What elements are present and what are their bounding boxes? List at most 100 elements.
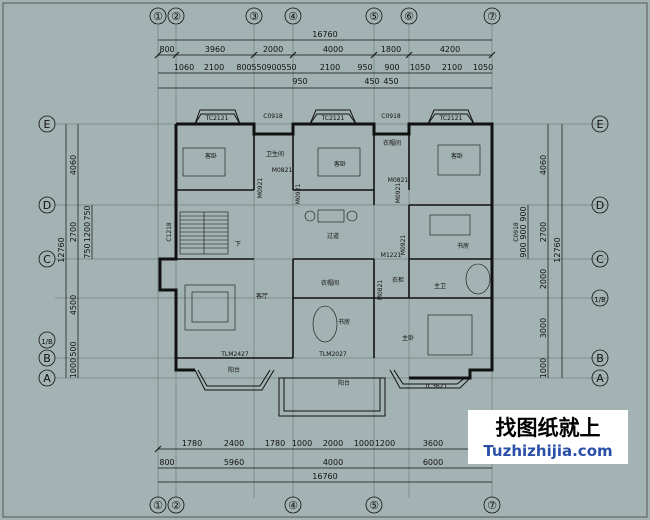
grid-right-e: E xyxy=(597,118,604,131)
dim-top-r2-7: 950 xyxy=(357,63,372,72)
grid-right-b: B xyxy=(596,352,604,365)
dim-top-r2-4: 900 xyxy=(266,63,281,72)
dim-top-r2-2: 800 xyxy=(236,63,251,72)
dim-right-in-2: 900 xyxy=(519,242,528,257)
dim-left-3: 1000 xyxy=(69,358,78,378)
dim-right-0: 4060 xyxy=(539,155,548,175)
grid-left-a: A xyxy=(43,372,51,385)
dim-right-in-0: 900 xyxy=(519,206,528,221)
room-hallway: 过道 xyxy=(327,232,339,240)
dim-bottom-r2-3: 6000 xyxy=(423,458,443,467)
dim-top-r2-0: 1060 xyxy=(174,63,194,72)
dim-top-r1-0: 800 xyxy=(159,45,174,54)
label-c0918-c: C0918 xyxy=(513,222,520,242)
label-c0918-b: C0918 xyxy=(381,113,401,120)
dim-left-0: 4060 xyxy=(69,155,78,175)
dim-top-r2-5: 550 xyxy=(281,63,296,72)
room-balcony-2: 阳台 xyxy=(338,379,350,387)
grid-top-4: ④ xyxy=(288,10,298,23)
dim-bottom-r1-7: 3600 xyxy=(423,439,443,448)
dim-top-r1-2: 2000 xyxy=(263,45,283,54)
dim-left-in-0: 750 xyxy=(83,205,92,220)
grid-right-d: D xyxy=(596,199,604,212)
room-cloakroom-top: 衣帽间 xyxy=(383,139,401,147)
bay-windows xyxy=(194,109,475,125)
dim-bottom-r1-2: 1780 xyxy=(265,439,285,448)
label-stair-down: 下 xyxy=(235,241,241,248)
grid-top-1: ① xyxy=(153,10,163,23)
label-tc2121-3: TC2121 xyxy=(439,115,463,122)
dim-bottom-total: 16760 xyxy=(312,472,337,481)
grid-left-c: C xyxy=(43,253,51,266)
dim-bottom-r2-1: 5960 xyxy=(224,458,244,467)
dim-bottom-r1-0: 1780 xyxy=(182,439,202,448)
dim-bottom-r1-4: 2000 xyxy=(323,439,343,448)
dim-bottom-r1-6: 1200 xyxy=(375,439,395,448)
label-m0921-d: M0921 xyxy=(400,235,407,256)
grid-top-6: ⑥ xyxy=(404,10,414,23)
label-m0921-c: M0921 xyxy=(395,183,402,204)
dim-top-r2-10: 2100 xyxy=(442,63,462,72)
inner-walls xyxy=(176,124,492,359)
room-living: 客厅 xyxy=(256,292,268,300)
grid-right-a: A xyxy=(596,372,604,385)
dim-bottom-r1-3: 1000 xyxy=(292,439,312,448)
label-tc2121-1: TC2121 xyxy=(205,115,229,122)
label-tlm2027: TLM2027 xyxy=(318,351,347,358)
outer-walls xyxy=(158,122,494,380)
dim-top-r2-3: 550 xyxy=(251,63,266,72)
label-c0918-a: C0918 xyxy=(263,113,283,120)
room-balcony-1: 阳台 xyxy=(228,366,240,374)
grid-right-c: C xyxy=(596,253,604,266)
label-m0921-b: M0921 xyxy=(295,184,302,205)
dim-bottom-r2-0: 800 xyxy=(159,458,174,467)
dim-bottom-r1-5: 1000 xyxy=(354,439,374,448)
grid-bottom-7: ⑦ xyxy=(487,499,497,512)
dim-top-r1-5: 4200 xyxy=(440,45,460,54)
label-m1221: M1221 xyxy=(381,252,402,259)
label-tc3621: TC3621 xyxy=(424,383,448,390)
dim-top-total: 16760 xyxy=(312,30,337,39)
room-bedroom-3: 客卧 xyxy=(451,152,463,160)
grid-left-1b: 1/B xyxy=(41,338,53,346)
room-bathroom-1: 卫生间 xyxy=(266,150,284,158)
dim-bottom-r2-2: 4000 xyxy=(323,458,343,467)
dim-left-1: 2700 xyxy=(69,222,78,242)
dim-right-2: 2000 xyxy=(539,269,548,289)
grid-bottom-1: ① xyxy=(153,499,163,512)
grid-top-5: ⑤ xyxy=(369,10,379,23)
grid-left-b: B xyxy=(43,352,51,365)
dim-top-r1-1: 3960 xyxy=(205,45,225,54)
room-cloakroom: 衣帽间 xyxy=(321,279,339,287)
dim-right-in-1: 900 xyxy=(519,224,528,239)
dim-top-r2-11: 1050 xyxy=(473,63,493,72)
top-dimension-lines xyxy=(158,39,492,89)
side-dimension-lines xyxy=(65,124,563,378)
grid-left-d: D xyxy=(43,199,51,212)
label-m0821-c: M0821 xyxy=(377,280,384,301)
dim-top-r3-2: 450 xyxy=(383,77,398,86)
room-master-bedroom: 主卧 xyxy=(402,334,414,342)
label-c1218: C1218 xyxy=(166,222,173,242)
dim-right-3: 3000 xyxy=(539,318,548,338)
room-master-bath: 主卫 xyxy=(434,282,446,290)
dim-right-4: 1000 xyxy=(539,358,548,378)
label-closet: 衣柜 xyxy=(392,276,404,284)
dim-right-1: 2700 xyxy=(539,222,548,242)
grid-right-1b: 1/B xyxy=(594,296,606,304)
furniture xyxy=(182,144,491,356)
watermark-chinese: 找图纸就上 xyxy=(495,416,601,440)
dim-top-r3-0: 950 xyxy=(292,77,307,86)
dim-right-total: 12760 xyxy=(553,237,562,262)
watermark-url: Tuzhizhijia.com xyxy=(483,442,613,460)
room-study-2: 书房 xyxy=(338,318,350,326)
grid-left-e: E xyxy=(44,118,51,131)
dim-top-r2-9: 1050 xyxy=(410,63,430,72)
dim-top-r2-6: 2100 xyxy=(320,63,340,72)
label-tlm2427: TLM2427 xyxy=(220,351,249,358)
dim-left-2: 4500 xyxy=(69,295,78,315)
grid-bottom-5: ⑤ xyxy=(369,499,379,512)
dim-top-r2-1: 2100 xyxy=(204,63,224,72)
room-study: 书房 xyxy=(457,242,469,250)
grid-bottom-4: ④ xyxy=(288,499,298,512)
